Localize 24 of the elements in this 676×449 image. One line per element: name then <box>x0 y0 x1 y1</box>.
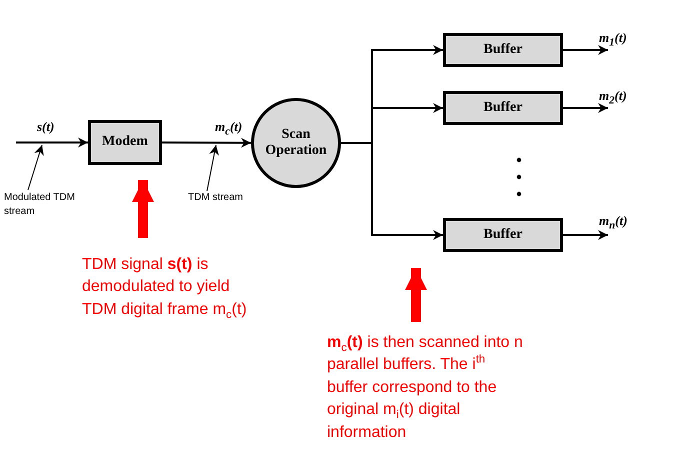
annotation-text: TDM signal s(t) is demodulated to yield TDM digital frame m$_{c}$(t) <box>82 254 254 322</box>
scan-circle: Scan Operation <box>251 98 341 188</box>
edge-label: s(t) <box>37 119 54 135</box>
edge-label: m$_{2}$(t) <box>599 88 627 107</box>
arrow <box>563 45 608 55</box>
edge-label: m$_{1}$(t) <box>599 30 627 49</box>
arrow <box>341 142 443 240</box>
arrow <box>563 230 608 240</box>
leader-line <box>28 144 44 190</box>
process-box: Buffer <box>443 33 563 67</box>
arrow <box>16 138 88 148</box>
annotation-text: m$_{c}$(t) is then scanned into n parallel buffers. The i$^{th}$ buffer correspond to the original m$_{i}$(t) digital information <box>327 332 529 444</box>
annotation-text: Modulated TDM stream <box>4 191 100 219</box>
highlight-arrow <box>405 268 427 322</box>
process-box: Modem <box>88 120 162 165</box>
edge-label: m$_{n}$(t) <box>599 213 628 232</box>
arrow <box>563 103 608 113</box>
leader-line <box>206 144 219 192</box>
process-box: Buffer <box>443 91 563 125</box>
process-box: Buffer <box>443 218 563 252</box>
annotation-text: TDM stream <box>188 191 268 205</box>
highlight-arrow <box>132 180 154 238</box>
edge-label: m$_{c}$(t) <box>215 119 242 138</box>
arrow <box>162 138 251 148</box>
